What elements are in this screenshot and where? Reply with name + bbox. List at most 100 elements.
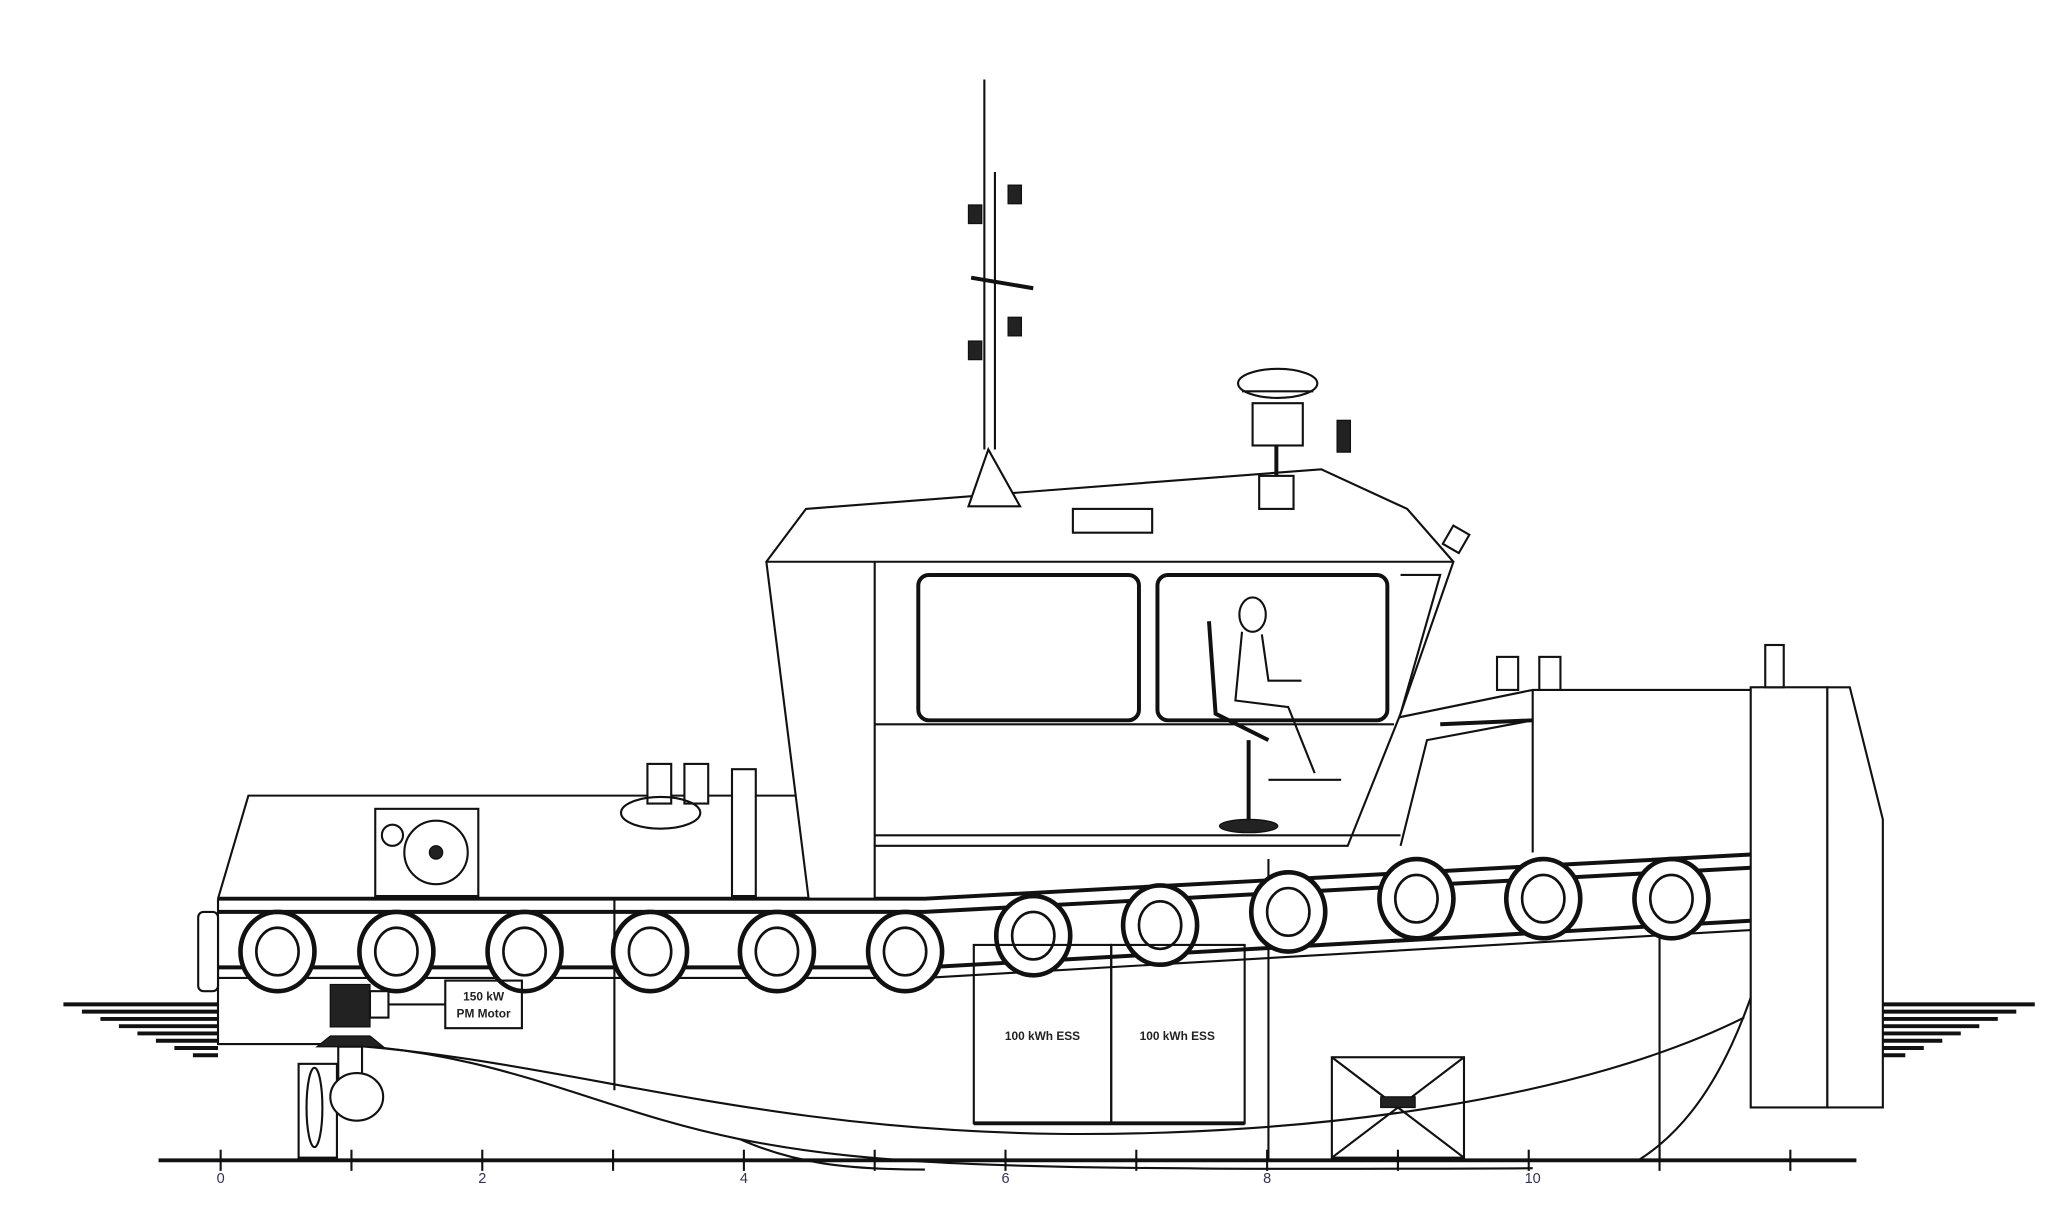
fender-outer — [993, 893, 1073, 978]
scale-label: 8 — [1263, 1171, 1271, 1187]
bollards — [619, 655, 1562, 898]
fender-inner — [1137, 900, 1183, 951]
motor-label-box — [444, 979, 523, 1030]
fender-outer — [485, 909, 564, 994]
front-window — [1399, 573, 1442, 714]
antenna-icon — [1336, 419, 1352, 453]
hull-sheer-curve — [330, 1016, 1745, 1136]
bollard — [1538, 655, 1562, 691]
fender-outer — [610, 909, 690, 994]
equipment-box-outline — [1330, 1056, 1466, 1159]
propulsion: 150 kW PM Motor — [297, 979, 523, 1159]
motor-label: 150 kW — [463, 989, 505, 1003]
winch-drum — [403, 819, 469, 886]
tire-fender — [1377, 856, 1456, 941]
scale-label: 10 — [1525, 1171, 1541, 1187]
capstan-icon — [619, 795, 702, 830]
tire-fender — [1503, 856, 1583, 941]
scale-label: 0 — [217, 1171, 225, 1187]
tire-fender — [238, 909, 317, 994]
towing-arm — [1440, 718, 1533, 727]
radar — [1236, 367, 1352, 510]
searchlight-icon — [1441, 524, 1471, 555]
propeller-blade — [305, 1066, 324, 1149]
fender-inner — [1648, 873, 1694, 924]
fender-outer — [1632, 856, 1711, 941]
fender-inner — [882, 926, 928, 977]
side-window — [916, 572, 1141, 723]
motor-mount — [315, 1035, 386, 1048]
scale-label: 4 — [740, 1171, 748, 1187]
fender-outer — [238, 909, 317, 994]
gunwale-top-inner — [218, 863, 1791, 914]
foredeck-rail — [1399, 719, 1533, 847]
motor-flange — [368, 990, 390, 1019]
waterline-right — [1882, 1002, 2035, 1058]
wheelhouse — [765, 79, 1471, 900]
bollard — [1495, 655, 1520, 691]
radar-pedestal — [1251, 402, 1304, 447]
roof-light — [1071, 507, 1154, 534]
bow-block — [1749, 686, 1829, 1109]
scale-label: 2 — [478, 1171, 486, 1187]
side-window — [1155, 572, 1390, 723]
operator-head — [1238, 596, 1267, 633]
bow-fender — [1826, 686, 1884, 1109]
tire-fender — [1248, 869, 1328, 954]
fender-inner — [1393, 873, 1439, 924]
bollard — [646, 762, 673, 805]
radar-dome-icon — [1236, 367, 1319, 399]
chair-base — [1218, 818, 1279, 834]
motor-icon — [329, 983, 371, 1028]
mast-light-icon — [1007, 316, 1023, 337]
bollard — [683, 762, 710, 805]
tire-fender — [1632, 856, 1711, 941]
fender-inner — [754, 926, 800, 977]
mast — [967, 79, 1034, 508]
keel-line — [739, 1138, 925, 1171]
fender-outer — [1503, 856, 1583, 941]
winch-hub — [428, 845, 444, 860]
mast-light-icon — [967, 204, 983, 225]
battery-packs: 100 kWh ESS 100 kWh ESS — [972, 943, 1246, 1126]
mast-base — [967, 446, 1022, 508]
tire-fender — [865, 909, 945, 994]
mooring-post — [730, 768, 757, 898]
scale-label: 6 — [1001, 1171, 1009, 1187]
battery-label: 100 kWh ESS — [1140, 1029, 1215, 1043]
tire-fender — [357, 909, 436, 994]
bow-post — [1764, 643, 1785, 689]
winch-gauge-icon — [380, 823, 405, 847]
tire-fender — [993, 893, 1073, 978]
transom — [197, 910, 220, 993]
waterline-left — [63, 1002, 219, 1058]
fender-outer — [357, 909, 436, 994]
fender-inner — [255, 926, 300, 977]
bow-structure — [1749, 643, 1884, 1109]
winch-housing — [374, 807, 480, 898]
tire-fenders — [238, 856, 1711, 994]
motor-label: PM Motor — [457, 1007, 511, 1021]
fender-outer — [1377, 856, 1456, 941]
fender-outer — [865, 909, 945, 994]
radar-mount — [1258, 474, 1295, 510]
scale-ruler: 0 2 4 6 8 10 — [158, 1149, 1857, 1187]
gunwale-top — [218, 850, 1791, 901]
aft-winch — [374, 807, 480, 898]
mast-light-icon — [967, 340, 983, 361]
fender-inner — [373, 926, 419, 977]
tire-fender — [610, 909, 690, 994]
equipment-box — [1330, 1056, 1466, 1159]
hull — [197, 850, 1792, 1171]
mast-yardarm — [970, 275, 1034, 291]
operator-chair-back — [1207, 621, 1270, 742]
fender-inner — [1010, 910, 1056, 961]
fender-outer — [1248, 869, 1328, 954]
hull-bottom — [216, 898, 1533, 1170]
tire-fender — [485, 909, 564, 994]
mast-light-icon — [1007, 184, 1023, 205]
fender-outer — [1120, 883, 1200, 968]
equipment-box-tag — [1380, 1096, 1416, 1109]
fender-inner — [1520, 873, 1566, 924]
